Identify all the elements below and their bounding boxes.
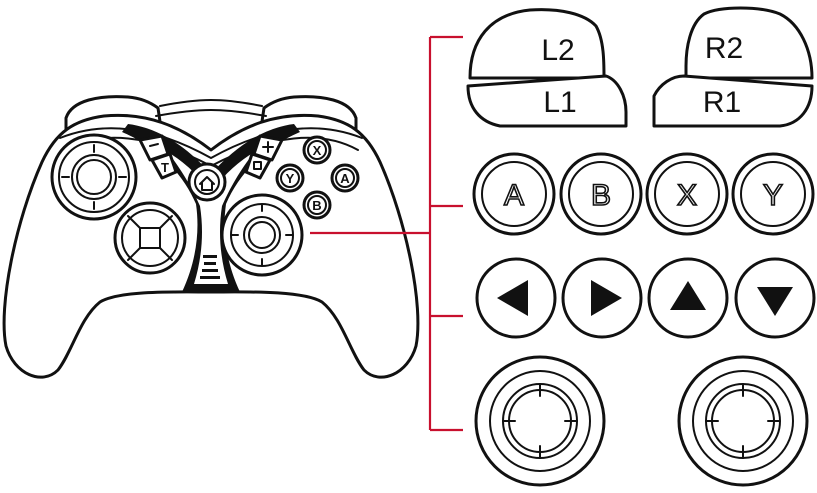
controller-x-button[interactable]: X [304, 137, 330, 163]
face-button-b-label: B [591, 179, 611, 212]
right-stick-detail [679, 357, 807, 485]
controller-a-button[interactable]: A [332, 165, 358, 191]
home-button[interactable] [189, 164, 225, 200]
face-button-y-label: Y [763, 179, 783, 212]
face-button-x: X [647, 154, 727, 234]
face-button-a: A [474, 154, 554, 234]
r2-trigger: R2 [686, 8, 812, 78]
dpad-right-button [563, 259, 641, 337]
l2-trigger: L2 [470, 10, 604, 78]
controller-y-label: Y [286, 171, 295, 186]
controller-dpad[interactable] [115, 203, 185, 273]
controller-b-button[interactable]: B [304, 192, 330, 218]
right-thumbstick[interactable] [222, 195, 302, 275]
left-thumbstick[interactable] [52, 135, 136, 219]
controller-y-button[interactable]: Y [277, 165, 303, 191]
face-button-x-label: X [677, 179, 697, 212]
controller-a-label: A [340, 171, 350, 186]
face-button-b: B [561, 154, 641, 234]
dpad-up-button [649, 259, 727, 337]
controller-x-label: X [313, 143, 322, 158]
controller: T [4, 97, 418, 378]
capture-icon: T [161, 160, 169, 175]
face-button-y: Y [733, 154, 813, 234]
face-button-a-label: A [504, 179, 524, 212]
r1-label: R1 [703, 86, 741, 119]
left-stick-detail [476, 357, 604, 485]
l1-bumper: L1 [468, 76, 626, 126]
dpad-down-button [736, 259, 814, 337]
r1-bumper: R1 [654, 76, 812, 126]
dpad-left-button [477, 259, 555, 337]
l1-label: L1 [543, 86, 576, 119]
controller-top-ridge [160, 100, 262, 106]
r2-label: R2 [705, 32, 743, 65]
l2-label: L2 [541, 34, 574, 67]
controller-b-label: B [312, 198, 321, 213]
